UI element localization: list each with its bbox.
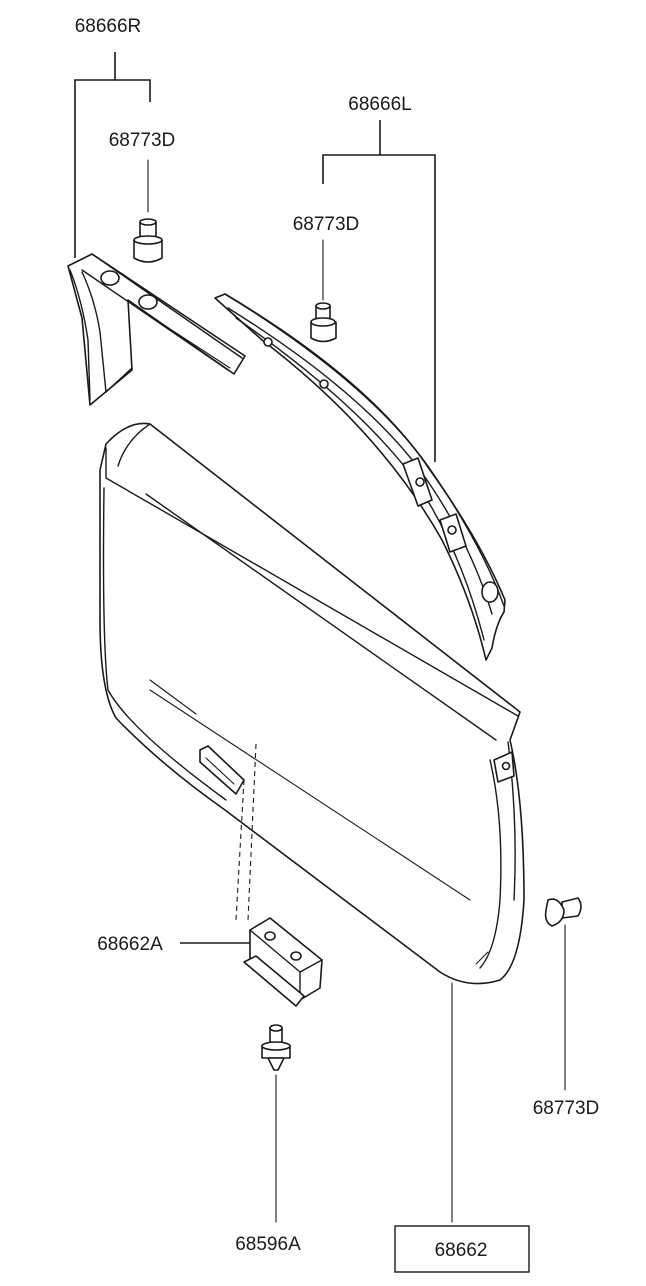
leader-trim-left-long (380, 154, 436, 462)
label-screw: 68596A (235, 1234, 301, 1255)
label-clip-lower-right: 68773D (533, 1098, 600, 1119)
panel-part (99, 422, 525, 985)
clip-lower-right (544, 897, 582, 927)
label-handle: 68662A (97, 934, 163, 955)
handle-part (243, 917, 323, 1007)
clip-upper-right (133, 218, 163, 263)
trim-left-part (214, 293, 506, 661)
leader-trim-left (322, 120, 381, 184)
label-panel: 68662 (435, 1240, 488, 1261)
label-clip-upper-left: 68773D (293, 214, 360, 235)
leader-trim-right (74, 52, 116, 258)
screw-part (261, 1024, 291, 1071)
trim-right-part (67, 253, 246, 406)
panel-label-box (394, 1225, 530, 1273)
clip-upper-left (310, 302, 337, 343)
label-trim-left: 68666L (348, 94, 411, 115)
label-trim-right: 68666R (75, 16, 142, 37)
label-clip-upper-right: 68773D (109, 130, 176, 151)
leader-lines (74, 52, 566, 1223)
labels: 68666R 68773D 68666L 68773D 68662A 68773… (75, 16, 600, 1273)
leader-clip-upper-right (115, 79, 151, 102)
